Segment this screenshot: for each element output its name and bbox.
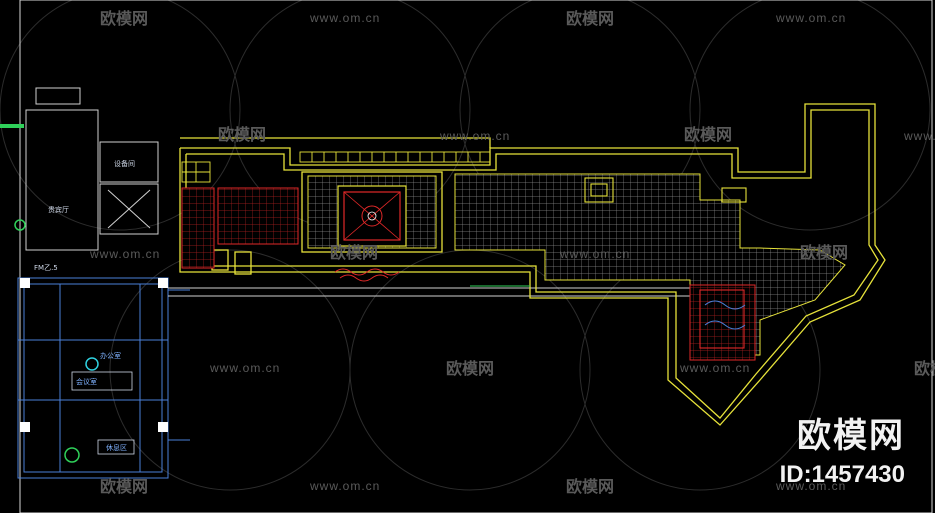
svg-text:www.om.cn: www.om.cn [439,129,510,143]
left-building-fixtures [0,124,168,463]
svg-text:www.om.cn: www.om.cn [209,361,280,375]
svg-text:www.om.cn: www.om.cn [775,11,846,25]
drawing-frame [19,0,933,513]
brand-id: ID:1457430 [779,461,905,488]
svg-text:欧模网: 欧模网 [446,359,494,378]
label-room-b: 会议室 [76,377,97,386]
label-reception: 贵宾厅 [48,205,69,214]
svg-text:www.om.cn: www.om.cn [903,129,935,143]
fixtures-right [584,177,747,349]
decor-blue-red [334,268,746,330]
storage-boxes [181,151,491,183]
svg-text:www.om.cn: www.om.cn [775,479,846,493]
svg-text:www.om.cn: www.om.cn [309,11,380,25]
label-room-a: 办公室 [100,351,121,360]
watermarks: 欧模网 www.om.cn 欧模网 www.om.cn 欧模网 www.om.c… [89,9,935,496]
brand-logo: 欧模网 [797,416,905,456]
svg-text:欧模网: 欧模网 [800,243,848,262]
svg-text:欧模网: 欧模网 [684,125,732,144]
label-fire-zone: FM乙.5 [34,264,58,272]
corridor [168,287,690,297]
svg-text:www.om.cn: www.om.cn [559,247,630,261]
svg-text:www.om.cn: www.om.cn [679,361,750,375]
svg-text:www.om.cn: www.om.cn [89,247,160,261]
svg-text:欧模网: 欧模网 [914,359,935,378]
svg-text:欧模网: 欧模网 [566,9,614,28]
central-medallion [337,185,407,247]
label-room-c: 休息区 [106,443,127,452]
svg-text:欧模网: 欧模网 [100,9,148,28]
svg-text:欧模网: 欧模网 [566,477,614,496]
svg-text:www.om.cn: www.om.cn [309,479,380,493]
svg-text:欧模网: 欧模网 [218,125,266,144]
left-building-plan [17,87,190,479]
svg-text:欧模网: 欧模网 [100,477,148,496]
label-equipment-room: 设备间 [114,159,135,168]
svg-text:欧模网: 欧模网 [330,243,378,262]
